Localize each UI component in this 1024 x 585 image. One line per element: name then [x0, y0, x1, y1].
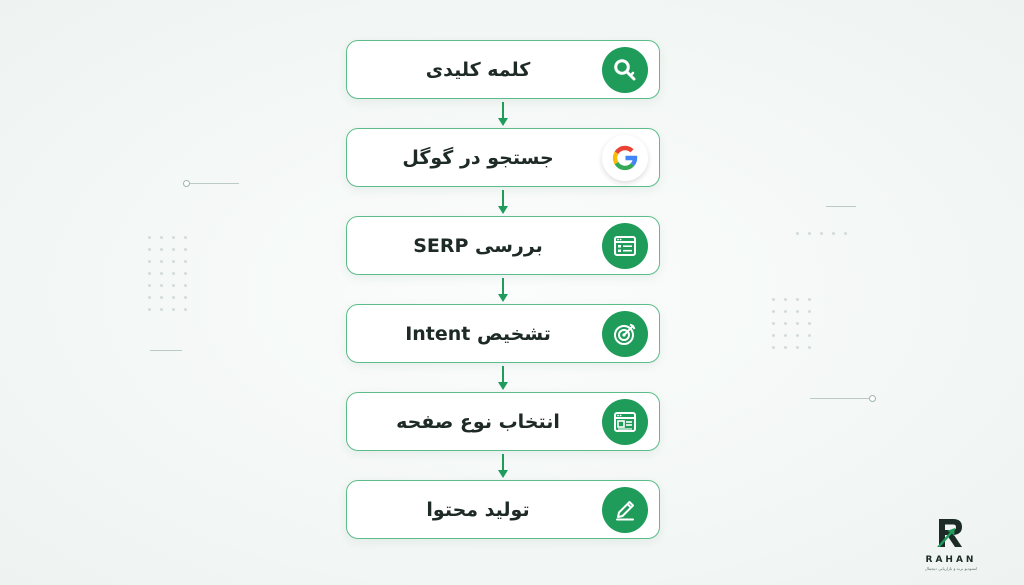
step-serp-review: بررسی SERP — [346, 216, 660, 275]
step-keyword: کلمه کلیدی — [346, 40, 660, 99]
step-google-search: جستجو در گوگل — [346, 128, 660, 187]
step-label: کلمه کلیدی — [425, 58, 531, 81]
decorative-circle — [869, 395, 876, 402]
step-page-type-selection: انتخاب نوع صفحه — [346, 392, 660, 451]
step-label: جستجو در گوگل — [402, 146, 554, 169]
step-intent-detection: تشخیص Intent — [346, 304, 660, 363]
decorative-dot-grid — [772, 298, 811, 349]
brand-tagline: استودیو برند و بازاریابی دیجیتال — [924, 566, 978, 571]
step-label: انتخاب نوع صفحه — [396, 410, 560, 433]
arrow-down-icon — [498, 102, 508, 126]
arrow-down-icon — [498, 278, 508, 302]
step-label: بررسی SERP — [413, 234, 543, 257]
brand-logo: RAHAN استودیو برند و بازاریابی دیجیتال — [921, 516, 981, 571]
web-page-layout-icon — [602, 399, 648, 445]
decorative-line — [826, 206, 856, 207]
arrow-down-icon — [498, 366, 508, 390]
target-icon — [602, 311, 648, 357]
google-icon — [602, 135, 648, 181]
brand-name: RAHAN — [925, 555, 977, 565]
arrow-down-icon — [498, 190, 508, 214]
decorative-line — [810, 398, 870, 399]
arrow-down-icon — [498, 454, 508, 478]
decorative-line — [189, 183, 239, 184]
pencil-icon — [602, 487, 648, 533]
decorative-dot-grid — [148, 236, 187, 311]
step-label: تولید محتوا — [426, 498, 530, 521]
browser-window-icon — [602, 223, 648, 269]
step-label: تشخیص Intent — [405, 322, 551, 345]
rahan-logo-icon — [937, 519, 962, 547]
step-content-production: تولید محتوا — [346, 480, 660, 539]
key-icon — [602, 47, 648, 93]
decorative-line — [150, 350, 182, 351]
decorative-dot-grid — [796, 232, 847, 235]
decorative-circle — [183, 180, 190, 187]
